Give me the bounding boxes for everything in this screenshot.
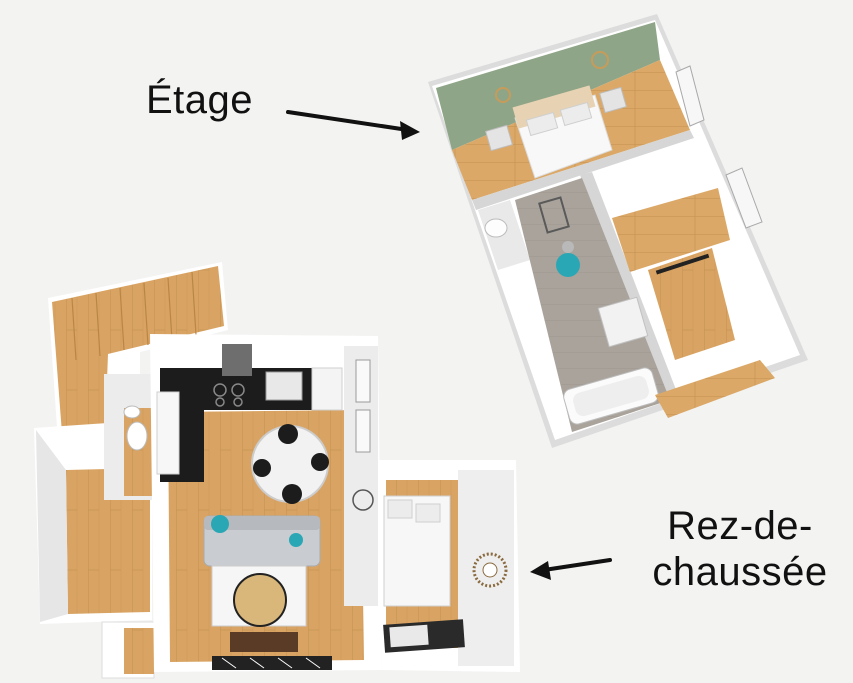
coffee-table [233, 573, 287, 627]
ground-bed-pillow-2 [415, 503, 441, 523]
pillow-right [559, 101, 593, 127]
left-wing-shadow [36, 430, 68, 622]
upper-stair-opening [648, 248, 735, 360]
stair-step-lines [71, 271, 197, 361]
sunburst-mirror [472, 552, 508, 588]
sunburst-mirror-center [482, 562, 498, 578]
dining-chair-top [278, 424, 298, 444]
arrow-to-etage [286, 110, 420, 140]
upper-sink-bowl [484, 218, 508, 238]
range-hood [222, 344, 252, 376]
arrow-to-rdc [530, 558, 612, 580]
bench-top [389, 624, 429, 648]
bathroom-floor [515, 178, 670, 432]
entry-mat [212, 656, 332, 670]
person-head [562, 241, 574, 253]
label-rez-de-chaussee: Rez-de- chaussée [645, 503, 835, 595]
office-floor [612, 188, 730, 272]
bathroom-vanity [597, 296, 649, 348]
dining-chair-right [311, 453, 329, 471]
upper-inner-wall-2 [580, 172, 680, 404]
kitchen-counter-white-top [311, 367, 343, 411]
toilet [126, 421, 148, 451]
window-living-2 [355, 409, 371, 453]
towel-radiator [538, 196, 570, 234]
nightstand-left [485, 124, 513, 152]
dining-chair-left [253, 459, 271, 477]
window-living-1 [355, 359, 371, 403]
sofa-cushion-teal [211, 515, 229, 533]
cooktop-burners [213, 383, 245, 407]
label-rdc-line1: Rez-de- [667, 504, 813, 548]
stair-railing [655, 253, 710, 275]
wall-clock [352, 489, 374, 511]
window-office [725, 167, 763, 229]
wc-floor [124, 408, 152, 496]
window-bedroom [675, 65, 705, 127]
bathtub-inner [573, 375, 649, 417]
entry-mat-pattern [221, 657, 321, 669]
label-rdc-line2: chaussée [652, 550, 828, 594]
tv-unit [230, 632, 298, 652]
upper-landing-floor [655, 360, 775, 418]
pillow-left [525, 111, 559, 137]
wc-sink [123, 405, 141, 419]
upper-closet-floor [478, 200, 530, 270]
wall-mirror-right [591, 51, 609, 69]
upper-inner-wall-1 [472, 130, 694, 210]
sofa-cushion-teal-2 [289, 533, 303, 547]
sofa-back [204, 516, 320, 530]
label-etage: Étage [146, 78, 254, 122]
ground-floor-plan [34, 262, 520, 679]
dining-chair-bottom [282, 484, 302, 504]
upper-floor-plan [428, 14, 808, 448]
oven-box [265, 371, 303, 401]
left-wing-floor [66, 468, 150, 614]
fridge [156, 391, 180, 475]
person-figure [556, 253, 580, 277]
ground-bed-pillow-1 [387, 499, 413, 519]
wall-mirror-left [495, 87, 511, 103]
nightstand-right [599, 86, 627, 114]
staircase-steps [52, 266, 224, 460]
bottom-left-floor [124, 628, 154, 674]
